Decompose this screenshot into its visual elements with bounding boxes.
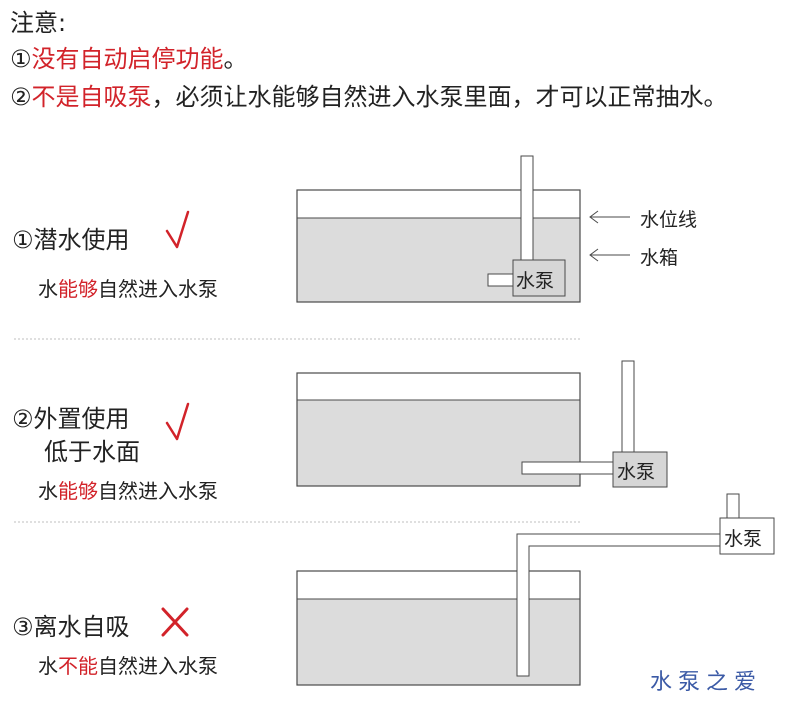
scenario-2-desc-end: 自然进入水泵 <box>98 479 218 503</box>
notice-line-1-number: ① <box>10 45 32 73</box>
pump-1-label: 水泵 <box>516 270 555 292</box>
scenario-2-desc-start: 水 <box>38 479 58 503</box>
scenario-3-desc-end: 自然进入水泵 <box>98 654 218 678</box>
pump-2 <box>612 451 668 488</box>
notice-line-1-end: 。 <box>223 45 248 73</box>
pipe-3-outlet <box>726 493 740 519</box>
scenario-2-title: ②外置使用 <box>12 405 130 433</box>
scenario-3-drawing <box>296 493 775 686</box>
tank-1 <box>296 189 581 303</box>
scenario-3-desc-highlight: 不能 <box>58 654 98 678</box>
scenario-3-description: 水不能自然进入水泵 <box>38 650 218 679</box>
scenario-2-subtitle: 低于水面 <box>44 438 140 466</box>
pipe-1-inlet <box>487 273 514 287</box>
scenario-1-desc-start: 水 <box>38 277 58 301</box>
water-level-arrow-head <box>589 210 599 224</box>
watermark: 水泵之爱 <box>650 670 763 695</box>
pump-2-label: 水泵 <box>617 461 656 483</box>
tank-3 <box>296 570 581 686</box>
scenario-1-title: ①潜水使用 <box>12 226 130 254</box>
tank-3-water <box>297 599 580 685</box>
scenario-2-description: 水能够自然进入水泵 <box>38 475 218 504</box>
tank-arrow-head <box>589 248 599 262</box>
scenario-1-drawing <box>296 155 630 303</box>
scenario-1-desc-end: 自然进入水泵 <box>98 277 218 301</box>
check-mark-2 <box>165 402 190 441</box>
pump-1 <box>512 259 566 297</box>
pump-3-label: 水泵 <box>724 528 763 550</box>
pipe-1-outlet <box>520 155 534 261</box>
water-level-label: 水位线 <box>640 209 698 231</box>
tank-label: 水箱 <box>640 247 679 269</box>
scenario-3-title: ③离水自吸 <box>12 613 130 641</box>
notice-line-2-warning: 不是自吸泵 <box>31 83 152 111</box>
notice-line-2-text: ，必须让水能够自然进入水泵里面，才可以正常抽水。 <box>151 83 728 111</box>
pipe-2-inlet <box>521 461 614 475</box>
notice-line-2: ②不是自吸泵，必须让水能够自然进入水泵里面，才可以正常抽水。 <box>10 80 728 114</box>
scenario-1-desc-highlight: 能够 <box>58 277 98 301</box>
check-mark-1 <box>165 210 190 249</box>
notice-line-1: ①没有自动启停功能。 <box>10 42 248 76</box>
pump-3 <box>719 517 775 555</box>
notice-title: 注意: <box>10 9 67 37</box>
tank-2 <box>296 372 581 487</box>
scenario-1-description: 水能够自然进入水泵 <box>38 273 218 302</box>
pipe-2-outlet <box>621 360 635 453</box>
scenario-2-drawing <box>296 360 668 488</box>
notice-line-2-number: ② <box>10 83 32 111</box>
cross-mark-3 <box>161 607 189 637</box>
scenario-2-desc-highlight: 能够 <box>58 479 98 503</box>
scenario-3-desc-start: 水 <box>38 654 58 678</box>
notice-line-1-warning: 没有自动启停功能 <box>31 45 224 73</box>
